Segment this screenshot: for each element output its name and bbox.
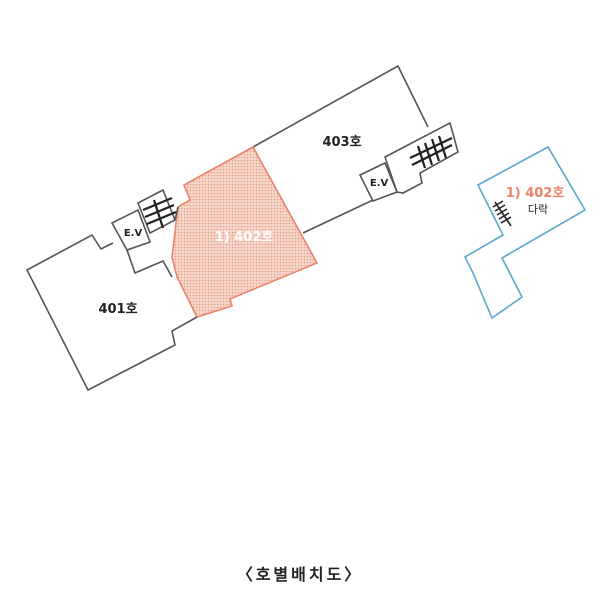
attic-label: 다락 [528,203,548,216]
core-left-wall-2 [174,206,179,221]
attic-unit-label: 1) 402호 [506,186,565,201]
unit-401-label: 401호 [98,302,137,317]
elevator-right-label: E.V [370,178,389,189]
unit-402-label: 1) 402호 [215,230,274,245]
stair-left-icon [142,196,177,229]
attic-outline[interactable] [463,145,587,320]
core-left-wall [126,249,173,278]
diagram-title: 〈호별배치도〉 [236,565,364,584]
stair-right-icon [409,135,453,169]
unit-401-outline [25,233,198,392]
elevator-left-box [110,208,152,251]
unit-403-outline [252,64,429,148]
attic-stair-icon [492,200,512,227]
elevator-left-label: E.V [124,228,143,239]
stair-right-box [384,121,459,194]
unit-403-lower-wall [302,199,374,234]
unit-402-area[interactable] [171,145,319,318]
unit-403-label: 403호 [322,135,361,150]
